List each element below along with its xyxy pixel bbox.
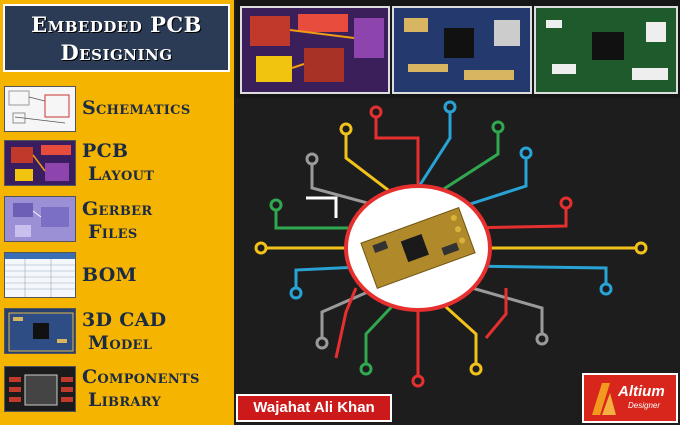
- pcb-layout-thumbnail: [4, 140, 76, 186]
- circuit-trace-graphic: [254, 100, 648, 388]
- schematic-thumbnail: [4, 86, 76, 132]
- author-name: Wajahat Ali Khan: [253, 399, 375, 416]
- altium-logo-subtext: Designer: [628, 401, 661, 410]
- service-label-line: Gerber: [82, 198, 153, 220]
- service-label-line: Layout: [88, 163, 155, 185]
- title-line-1: Embedded PCB: [31, 12, 202, 37]
- component-footprint-thumbnail: [4, 366, 76, 412]
- service-label-schematics: Schematics: [82, 97, 191, 120]
- service-label-bom: BOM: [82, 264, 137, 287]
- title-line-2: Designing: [60, 40, 173, 65]
- service-label-line: Model: [88, 332, 153, 354]
- author-name-badge: Wajahat Ali Khan: [236, 394, 392, 422]
- pcb-layout-photo: [240, 6, 390, 94]
- altium-logo: Altium Designer: [582, 373, 678, 423]
- service-label-line: BOM: [82, 264, 137, 286]
- title-banner: Embedded PCB Designing: [3, 4, 230, 72]
- pcb-blue-board-photo: [392, 6, 532, 94]
- pcb-photo-strip: [236, 0, 680, 98]
- service-label-line: Schematics: [82, 97, 191, 119]
- bom-thumbnail: [4, 252, 76, 298]
- left-panel: Embedded PCB Designing Schematics PCB La…: [0, 0, 234, 425]
- service-label-3d-cad-model: 3D CAD Model: [82, 309, 166, 355]
- service-label-line: Components: [82, 366, 200, 388]
- service-label-line: Library: [88, 389, 162, 411]
- service-label-pcb-layout: PCB Layout: [82, 140, 154, 186]
- gerber-thumbnail: [4, 196, 76, 242]
- service-label-line: PCB: [82, 140, 129, 162]
- 3d-model-thumbnail: [4, 308, 76, 354]
- service-label-line: Files: [88, 221, 138, 243]
- pcb-green-board-photo: [534, 6, 678, 94]
- altium-mark-icon: [592, 383, 616, 415]
- service-label-line: 3D CAD: [82, 309, 167, 331]
- altium-logo-text: Altium: [618, 383, 665, 400]
- service-label-gerber-files: Gerber Files: [82, 198, 152, 244]
- service-label-components-library: Components Library: [82, 366, 200, 412]
